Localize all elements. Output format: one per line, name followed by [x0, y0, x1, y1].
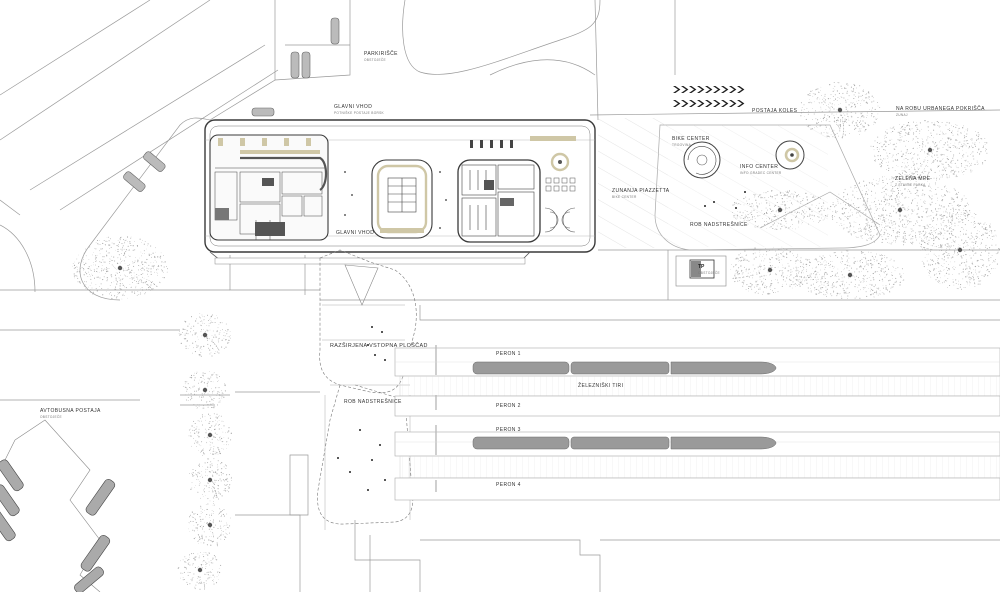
bike-center-label: BIKE CENTER	[672, 136, 710, 142]
tree-canopy-icon	[188, 413, 232, 456]
train	[472, 361, 777, 375]
station-building	[204, 119, 596, 265]
tp-label: TP	[698, 264, 705, 270]
tree-canopy-icon	[182, 371, 226, 409]
train	[472, 436, 777, 450]
entrance-canopy-outline	[317, 249, 417, 525]
main-entrance-bottom-label: GLAVNI VHOD	[336, 230, 374, 236]
info-center-sub-label: INFO GRADEC CENTER	[740, 171, 782, 175]
piazzetta-label: ZUNANJA PIAZZETTA	[612, 188, 670, 194]
parking-label: PARKIRIŠČE	[364, 50, 398, 57]
tree-canopy-icon	[188, 503, 231, 547]
urban-edge-sub-label: ZUNAJ	[896, 113, 908, 117]
tree-canopy-icon	[800, 82, 881, 139]
tree-canopy-icon	[72, 82, 1000, 590]
tree-canopy-icon	[870, 120, 988, 181]
platform-2-label: PERON 2	[496, 403, 521, 409]
platform-1-label: PERON 1	[496, 351, 521, 357]
bus-station-sub-label: OBSTOJEČE	[40, 414, 62, 419]
parking-sub-label: OBSTOJEČE	[364, 57, 386, 62]
tree-canopy-icon	[732, 190, 829, 231]
info-center	[775, 140, 805, 170]
chevron-arrows-icon	[673, 86, 745, 107]
tree-canopy-icon	[829, 174, 971, 246]
entrance-plaza-label: RAZŠIRJENA VSTOPNA PLOŠČAD	[330, 342, 428, 349]
piazzetta-sub-label: BIKE CENTER	[612, 195, 637, 199]
tree-canopy-icon	[177, 552, 222, 590]
bus-icon	[0, 459, 116, 592]
tree-canopy-icon	[189, 458, 232, 502]
main-entrance-top-sub-label: POTNIŠKE POSTAJE BORSK	[334, 110, 385, 115]
tree-canopy-icon	[72, 236, 168, 300]
railway-tracks-label: ŽELEZNIŠKI TIRI	[578, 381, 623, 389]
green-sub-label: Z STAVBE PARKA	[895, 183, 926, 187]
tree-canopy-icon	[730, 246, 809, 295]
plan-labels: PARKIRIŠČE OBSTOJEČE GLAVNI VHOD POTNIŠK…	[40, 50, 985, 488]
tree-canopy-icon	[795, 250, 905, 299]
tree-canopy-icon	[178, 313, 231, 357]
piazzetta-area	[598, 118, 668, 248]
tree-canopy-icon	[919, 210, 1000, 290]
bike-center-sub-label: TRGOVINA	[672, 143, 692, 147]
bus-station-label: AVTOBUSNA POSTAJA	[40, 408, 101, 414]
main-entrance-top-label: GLAVNI VHOD	[334, 104, 372, 110]
urban-edge-label: NA ROBU URBANEGA POKRIŠČA	[896, 105, 985, 112]
platform-3-label: PERON 3	[496, 427, 521, 433]
green-label: ZELENA MPE	[895, 176, 931, 182]
parked-car-icon	[123, 17, 340, 192]
tp-sub-label: OBSTOJEČE	[698, 270, 720, 275]
platform-4-label: PERON 4	[496, 482, 521, 488]
canopy-edge-top-label: ROB NADSTREŠNICE	[690, 221, 748, 228]
canopy-edge-bottom-label: ROB NADSTREŠNICE	[344, 398, 402, 405]
info-center-label: INFO CENTER	[740, 164, 778, 170]
bike-center	[683, 141, 721, 179]
bike-station-label: POSTAJA KOLES	[752, 108, 798, 114]
tp-box: TP OBSTOJEČE	[675, 255, 727, 287]
